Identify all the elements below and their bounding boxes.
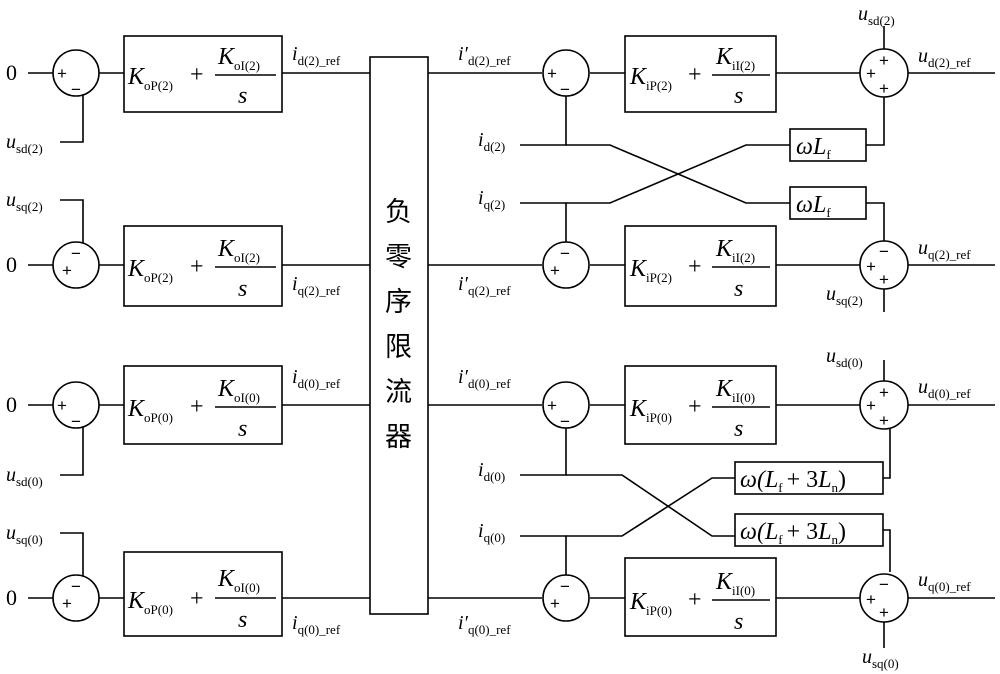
coupling-text-zero-bottom: ω(Lf+ 3Ln) xyxy=(740,519,846,547)
sign-plus: + xyxy=(879,51,889,70)
label-usd2: usd(2) xyxy=(6,131,43,156)
sign-minus: − xyxy=(560,412,570,431)
pi-plus: + xyxy=(688,587,702,613)
coupling-text-neg-top: ωLf xyxy=(796,134,831,162)
sign-minus: − xyxy=(879,575,889,594)
label-usd2-feedforward: usd(2) xyxy=(858,3,895,28)
label-iq0-limited: i′q(0)_ref xyxy=(458,612,511,637)
label-id0-limited: i′d(0)_ref xyxy=(458,366,511,391)
sign-plus: + xyxy=(550,261,560,280)
limiter-char: 序 xyxy=(385,287,412,318)
label-id2-ref: id(2)_ref xyxy=(292,43,341,68)
coupling-text-neg-bottom: ωLf xyxy=(796,192,831,220)
label-id0-ref: id(0)_ref xyxy=(292,366,341,391)
wire-id2-feedback xyxy=(520,94,566,145)
sign-plus: + xyxy=(879,603,889,622)
wire-iq2-cross xyxy=(566,145,790,203)
label-id2: id(2) xyxy=(478,129,505,154)
pi-plus: + xyxy=(190,62,204,88)
sign-minus: − xyxy=(560,244,570,263)
sign-minus: − xyxy=(71,244,81,263)
wire-zcoupling-top-out xyxy=(883,429,890,478)
sign-plus: + xyxy=(866,257,876,276)
sign-plus: + xyxy=(866,396,876,415)
sign-plus: + xyxy=(879,411,889,430)
sign-plus: + xyxy=(866,590,876,609)
pi-denominator: s xyxy=(238,607,247,633)
label-iq0: iq(0) xyxy=(478,520,505,545)
input-zero-q2: 0 xyxy=(6,252,17,277)
wire-coupling-bot-out xyxy=(866,203,884,241)
coupling-text-zero-top: ω(Lf+ 3Ln) xyxy=(740,467,846,495)
pi-plus: + xyxy=(190,586,204,612)
limiter-char: 零 xyxy=(385,242,412,273)
pi-plus: + xyxy=(688,254,702,280)
label-iq2: iq(2) xyxy=(478,187,505,212)
pi-denominator: s xyxy=(238,276,247,302)
pi-denominator: s xyxy=(734,609,743,635)
label-usd0: usd(0) xyxy=(6,464,43,489)
wire-iq0-cross xyxy=(566,478,735,536)
sign-minus: − xyxy=(560,577,570,596)
label-ud0-ref: ud(0)_ref xyxy=(918,376,971,401)
pi-plus: + xyxy=(688,62,702,88)
input-zero-d0: 0 xyxy=(6,392,17,417)
sign-plus: + xyxy=(879,79,889,98)
label-id2-limited: i′d(2)_ref xyxy=(458,43,511,68)
sign-plus: + xyxy=(57,396,67,415)
pi-denominator: s xyxy=(734,276,743,302)
limiter-char: 限 xyxy=(385,332,412,363)
sign-plus: + xyxy=(550,594,560,613)
wire-id0-cross xyxy=(566,475,735,536)
sign-minus: − xyxy=(560,80,570,99)
input-zero-d2: 0 xyxy=(6,60,17,85)
input-zero-q0: 0 xyxy=(6,585,17,610)
sign-plus: + xyxy=(547,64,557,83)
sign-minus: − xyxy=(879,242,889,261)
label-usq2: usq(2) xyxy=(6,189,43,214)
sign-minus: − xyxy=(71,577,81,596)
sign-minus: − xyxy=(71,412,81,431)
pi-denominator: s xyxy=(238,416,247,442)
label-usq0-feedforward: usq(0) xyxy=(862,646,899,671)
wire-usd2-feedback xyxy=(60,94,83,142)
label-uq0-ref: uq(0)_ref xyxy=(918,569,971,594)
wire-usq0-feedback xyxy=(60,533,83,577)
pi-denominator: s xyxy=(734,83,743,109)
label-iq2-limited: i′q(2)_ref xyxy=(458,273,511,298)
sign-minus: − xyxy=(71,80,81,99)
label-iq2-ref: iq(2)_ref xyxy=(292,273,341,298)
sign-plus: + xyxy=(62,261,72,280)
sign-plus: + xyxy=(547,396,557,415)
pi-plus: + xyxy=(190,254,204,280)
pi-plus: + xyxy=(688,394,702,420)
pi-plus: + xyxy=(190,394,204,420)
sign-plus: + xyxy=(866,64,876,83)
sign-plus: + xyxy=(879,270,889,289)
limiter-char: 负 xyxy=(385,197,412,228)
wire-coupling-top-out xyxy=(866,97,884,145)
wire-usq2-feedback xyxy=(60,200,83,244)
sign-plus: + xyxy=(879,383,889,402)
wire-usd0-feedback xyxy=(60,426,83,475)
label-id0: id(0) xyxy=(478,459,505,484)
pi-denominator: s xyxy=(734,416,743,442)
label-usq0: usq(0) xyxy=(6,522,43,547)
label-uq2-ref: uq(2)_ref xyxy=(918,237,971,262)
limiter-char: 器 xyxy=(385,422,412,453)
sign-plus: + xyxy=(62,594,72,613)
sign-plus: + xyxy=(57,64,67,83)
wire-iq2-feedback xyxy=(520,203,566,244)
label-ud2-ref: ud(2)_ref xyxy=(918,45,971,70)
wire-zcoupling-bot-out xyxy=(883,530,890,572)
label-usq2-feedforward: usq(2) xyxy=(826,283,863,308)
label-usd0-feedforward: usd(0) xyxy=(826,345,863,370)
wire-id0-feedback xyxy=(520,426,566,475)
wire-iq0-feedback xyxy=(520,536,566,577)
pi-denominator: s xyxy=(238,83,247,109)
limiter-char: 流 xyxy=(385,377,412,408)
label-iq0-ref: iq(0)_ref xyxy=(292,612,341,637)
